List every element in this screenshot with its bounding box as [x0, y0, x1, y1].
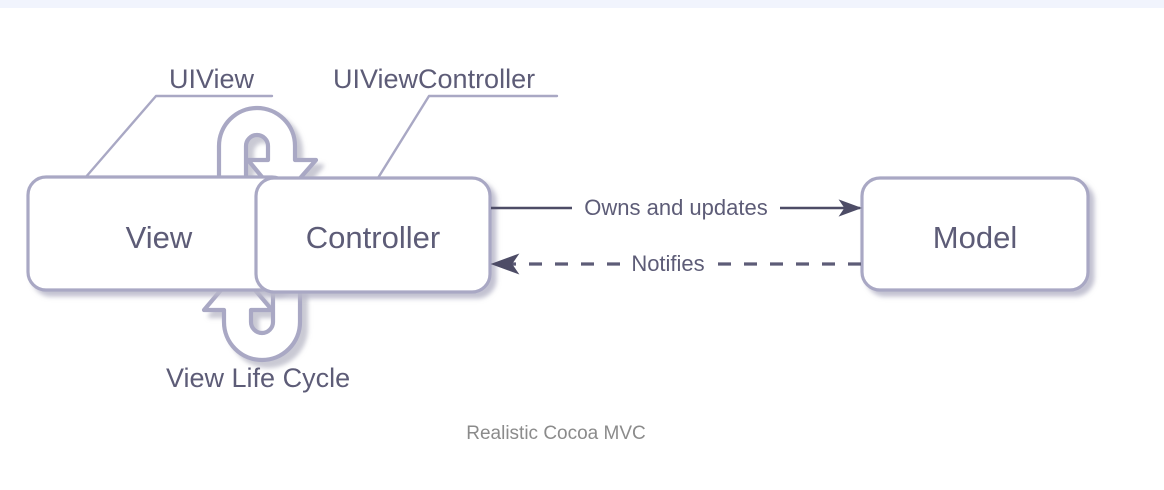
node-model[interactable]: Model — [860, 176, 1090, 292]
annotation-leaders — [83, 94, 559, 180]
edge-owns-and-updates: Owns and updates — [491, 195, 862, 220]
owns-and-updates-label: Owns and updates — [584, 195, 767, 220]
node-view[interactable]: View — [26, 175, 292, 292]
view-box-label: View — [126, 220, 193, 255]
edge-notifies: Notifies — [490, 251, 861, 276]
node-controller[interactable]: Controller — [254, 176, 492, 294]
top-accent-band — [0, 0, 1164, 8]
uiview-leader-line — [83, 94, 274, 180]
uiviewcontroller-leader-line — [376, 94, 559, 180]
notifies-label: Notifies — [631, 251, 704, 276]
view-life-cycle-label: View Life Cycle — [166, 363, 350, 393]
model-box-label: Model — [933, 220, 1017, 255]
figure-caption: Realistic Cocoa MVC — [466, 423, 646, 444]
uiview-annotation-label: UIView — [169, 64, 255, 94]
model-box[interactable] — [860, 176, 1090, 292]
controller-box-label: Controller — [306, 220, 440, 255]
controller-box[interactable] — [254, 176, 492, 294]
uiviewcontroller-annotation-label: UIViewController — [333, 64, 535, 94]
